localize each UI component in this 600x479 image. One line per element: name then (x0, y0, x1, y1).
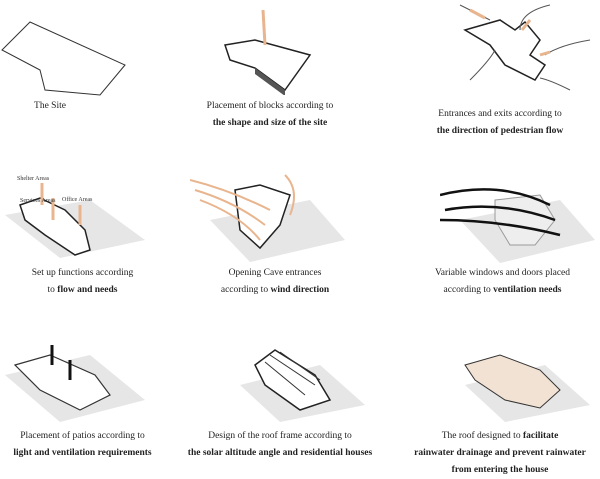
caption-emphasis: wind direction (270, 285, 330, 295)
caption-emphasis: the direction of pedestrian flow (436, 126, 564, 136)
functions-diagram (5, 183, 145, 258)
site-diagram (1, 21, 126, 96)
cave-entrances-diagram (190, 174, 345, 262)
caption-line: Set up functions according (31, 268, 134, 278)
blocks-placement-diagram (224, 10, 312, 95)
roof-frame-diagram (240, 349, 365, 422)
caption-prefix: to (47, 285, 58, 295)
caption-line: Placement of patios according to (20, 431, 145, 441)
windows-doors-diagram (440, 188, 595, 263)
caption-prefix: The roof designed to (441, 431, 523, 441)
caption-emphasis: flow and needs (57, 285, 118, 295)
caption-emphasis: the solar altitude angle and residential… (187, 448, 373, 458)
caption-emphasis: facilitate (522, 431, 559, 441)
roof-drainage-diagram (464, 354, 590, 422)
caption-line: Entrances and exits according to (438, 109, 562, 119)
office-areas-label: Office Areas (62, 197, 93, 203)
shelter-areas-label: Shelter Areas (17, 176, 50, 182)
arrow-icon (261, 10, 267, 46)
services-areas-label: Services Areas (20, 198, 56, 204)
caption-emphasis: rainwater drainage and prevent rainwater (414, 448, 586, 458)
caption-emphasis: light and ventilation requirements (13, 448, 152, 458)
caption-emphasis: ventilation needs (493, 285, 562, 295)
caption-prefix: according to (220, 285, 271, 295)
caption-line: The Site (34, 101, 66, 111)
patios-diagram (5, 345, 145, 422)
entrances-diagram (459, 4, 591, 91)
caption-emphasis: the shape and size of the site (212, 118, 328, 128)
caption-line: Opening Cave entrances (228, 268, 322, 278)
caption-line: Placement of blocks according to (206, 101, 334, 111)
caption-emphasis: from entering the house (451, 465, 549, 475)
caption-line: Design of the roof frame according to (208, 431, 352, 441)
caption-prefix: according to (443, 285, 494, 295)
caption-line: Variable windows and doors placed (434, 268, 571, 278)
